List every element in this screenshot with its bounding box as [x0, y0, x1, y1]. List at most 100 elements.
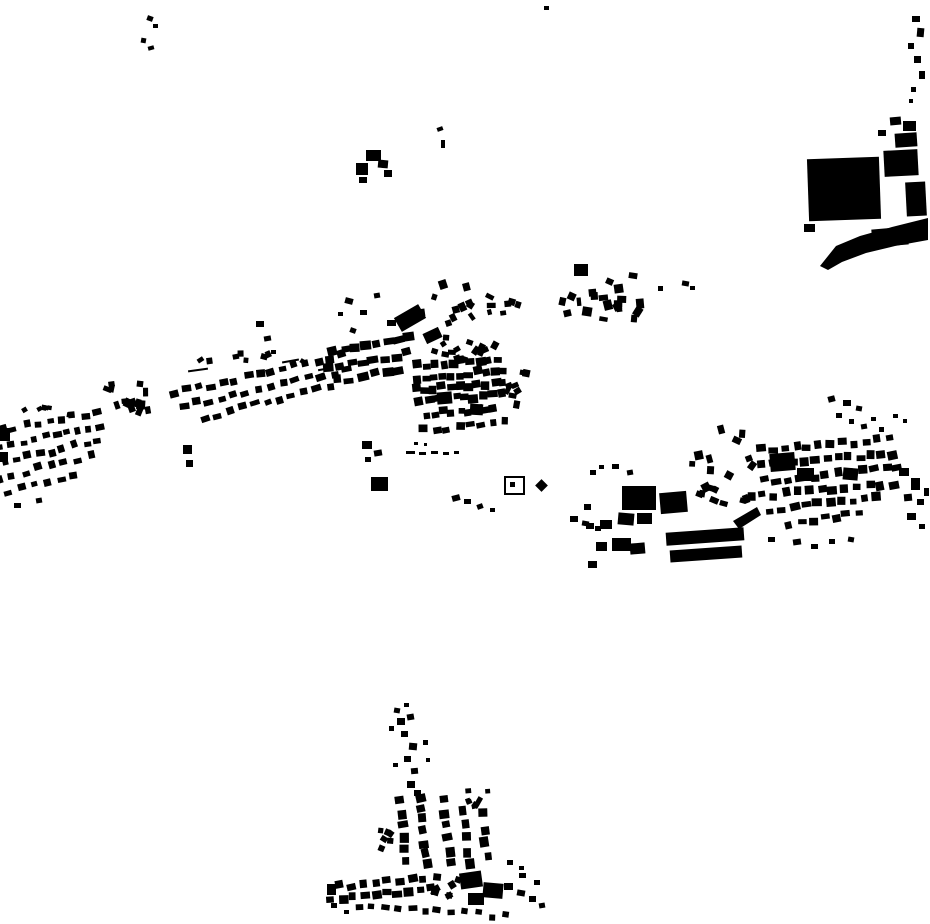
building-footprint	[237, 401, 248, 411]
building-footprint	[249, 399, 261, 407]
building-footprint	[431, 451, 438, 454]
building-footprint	[484, 852, 493, 861]
building-footprint	[442, 334, 450, 341]
building-footprint	[395, 877, 405, 886]
building-footprint	[852, 483, 861, 491]
building-footprint	[380, 356, 391, 364]
building-footprint	[499, 310, 507, 316]
building-footprint	[66, 412, 72, 418]
building-footprint	[755, 443, 767, 453]
building-footprint	[441, 426, 451, 434]
building-footprint	[825, 439, 835, 449]
building-footprint	[113, 400, 121, 410]
building-footprint	[423, 412, 431, 420]
building-footprint	[453, 354, 462, 364]
building-footprint	[475, 421, 486, 429]
building-footprint	[613, 300, 623, 308]
building-footprint	[843, 468, 853, 476]
building-footprint	[73, 457, 83, 465]
building-footprint	[866, 480, 876, 489]
building-footprint	[820, 513, 830, 520]
building-footprint	[787, 458, 798, 466]
building-footprint	[519, 873, 526, 878]
building-footprint	[484, 292, 495, 301]
building-footprint	[391, 890, 403, 898]
building-footprint	[497, 388, 507, 398]
building-footprint	[47, 418, 55, 424]
building-footprint	[871, 417, 876, 421]
building-footprint	[475, 908, 483, 915]
building-footprint	[595, 526, 601, 531]
building-footprint	[558, 296, 567, 307]
building-footprint	[325, 896, 335, 904]
building-footprint	[454, 451, 459, 454]
building-footprint	[485, 788, 491, 794]
building-footprint	[48, 448, 57, 458]
building-footprint	[289, 360, 298, 369]
building-footprint	[380, 904, 390, 911]
building-footprint	[371, 477, 388, 491]
building-footprint	[447, 349, 456, 355]
building-footprint	[140, 37, 147, 44]
building-footprint	[827, 395, 836, 403]
building-footprint	[377, 844, 386, 853]
building-footprint	[68, 471, 78, 480]
building-footprint	[514, 300, 522, 309]
building-footprint	[465, 338, 474, 346]
building-footprint	[570, 516, 578, 522]
building-footprint	[406, 713, 415, 721]
building-footprint	[488, 403, 498, 413]
building-footprint	[435, 381, 446, 390]
building-footprint	[344, 297, 354, 305]
building-footprint	[424, 443, 427, 446]
building-footprint	[855, 405, 863, 412]
building-footprint	[586, 523, 594, 529]
building-footprint	[422, 363, 431, 370]
building-footprint	[408, 905, 418, 912]
building-footprint	[326, 345, 338, 357]
building-footprint	[58, 458, 68, 466]
building-footprint	[535, 479, 548, 492]
building-footprint	[596, 542, 607, 551]
building-footprint	[888, 480, 900, 491]
building-footprint	[793, 486, 802, 496]
building-footprint	[389, 726, 394, 731]
building-footprint	[784, 521, 793, 530]
building-footprint	[705, 454, 714, 464]
building-footprint	[359, 340, 372, 351]
building-footprint	[229, 377, 238, 387]
building-footprint	[463, 408, 472, 417]
building-footprint	[474, 403, 483, 411]
building-footprint	[462, 282, 471, 292]
building-footprint	[820, 218, 928, 270]
building-footprint	[612, 464, 619, 469]
building-footprint	[584, 504, 591, 510]
building-footprint	[438, 809, 450, 820]
building-footprint	[422, 908, 429, 915]
building-footprint	[219, 378, 229, 387]
building-footprint	[733, 507, 761, 529]
building-footprint	[359, 177, 367, 183]
building-footprint	[0, 428, 10, 441]
building-footprint	[430, 347, 439, 355]
building-footprint	[46, 405, 53, 411]
building-footprint	[911, 478, 920, 490]
building-footprint	[278, 365, 287, 373]
building-footprint	[475, 796, 484, 805]
building-footprint	[102, 385, 113, 394]
building-footprint	[402, 857, 410, 865]
building-footprint	[588, 561, 597, 568]
building-footprint	[924, 488, 929, 496]
building-footprint	[472, 365, 484, 376]
building-footprint	[22, 470, 31, 478]
building-footprint	[206, 357, 213, 365]
building-footprint	[23, 419, 32, 428]
building-footprint	[451, 494, 461, 502]
building-footprint	[789, 501, 802, 512]
building-footprint	[91, 407, 103, 417]
building-footprint	[255, 369, 266, 378]
building-footprint	[372, 879, 381, 888]
building-footprint	[441, 392, 452, 404]
building-footprint	[360, 310, 367, 315]
building-footprint	[693, 450, 704, 461]
